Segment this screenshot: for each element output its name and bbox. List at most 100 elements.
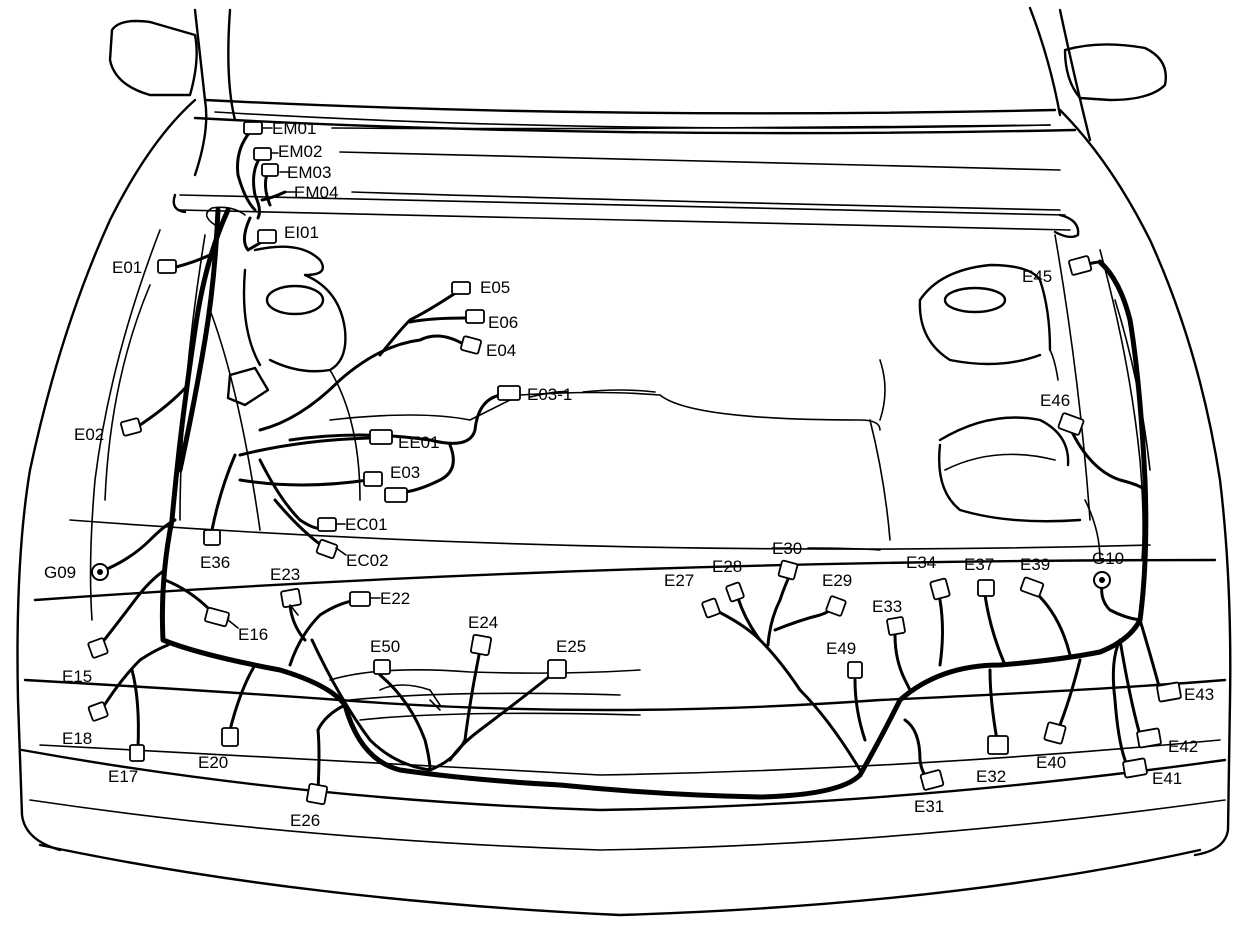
- left-pillar: [193, 8, 208, 177]
- connector-e15: [87, 637, 109, 659]
- label-e33: E33: [872, 597, 902, 616]
- label-ec02: EC02: [346, 551, 389, 570]
- right-fender: [1058, 108, 1232, 857]
- left-mirror: [108, 19, 198, 97]
- connector-e25: [547, 659, 567, 679]
- connector-ec02: [315, 539, 339, 559]
- connector-em03: [261, 163, 279, 177]
- label-ei01: EI01: [284, 223, 319, 242]
- connector-e40: [1043, 721, 1067, 745]
- connector-e50: [373, 659, 391, 675]
- label-e05: E05: [480, 278, 510, 297]
- label-e39: E39: [1020, 555, 1050, 574]
- connector-e02: [120, 417, 142, 437]
- label-e30: E30: [772, 539, 802, 558]
- label-e32: E32: [976, 767, 1006, 786]
- connector-e37: [977, 579, 995, 597]
- connector-e45: [1068, 255, 1093, 276]
- label-e27: E27: [664, 571, 694, 590]
- label-e40: E40: [1036, 753, 1066, 772]
- connectors: [87, 121, 1182, 806]
- connector-e27: [701, 597, 721, 619]
- radiator-support: [33, 558, 1217, 602]
- car-body: [16, 6, 1232, 917]
- label-e04: E04: [486, 341, 516, 360]
- right-strut-tower: [918, 263, 1101, 561]
- connector-e36: [203, 529, 221, 546]
- connector-e03b: [384, 487, 408, 503]
- connector-e24: [469, 633, 493, 657]
- connector-e06: [465, 309, 485, 324]
- harness-branches: [96, 130, 1147, 792]
- connector-e49: [847, 661, 863, 679]
- fuse-box: [226, 366, 270, 407]
- right-pillar: [1028, 6, 1062, 117]
- connector-e34: [929, 577, 951, 601]
- label-e15: E15: [62, 667, 92, 686]
- label-e18: E18: [62, 729, 92, 748]
- connector-e22: [349, 591, 371, 607]
- label-e34: E34: [906, 553, 936, 572]
- connector-e23: [280, 587, 302, 609]
- label-e31: E31: [914, 797, 944, 816]
- connector-e03-1: [497, 385, 521, 401]
- label-e50: E50: [370, 637, 400, 656]
- bumper-top: [23, 678, 1227, 712]
- label-e06: E06: [488, 313, 518, 332]
- connector-e20: [221, 727, 239, 747]
- label-e28: E28: [712, 557, 742, 576]
- main-harness: [159, 207, 1162, 800]
- label-e23: E23: [270, 565, 300, 584]
- label-e42: E42: [1168, 737, 1198, 756]
- label-em03: EM03: [287, 163, 331, 182]
- label-e45: E45: [1022, 267, 1052, 286]
- label-e37: E37: [964, 555, 994, 574]
- connector-e26: [305, 782, 329, 806]
- connector-e01: [157, 259, 177, 274]
- connector-e31: [919, 769, 945, 791]
- label-e02: E02: [74, 425, 104, 444]
- label-e25: E25: [556, 637, 586, 656]
- label-e17: E17: [108, 767, 138, 786]
- ground-g09: [91, 563, 109, 581]
- label-e01: E01: [112, 258, 142, 277]
- bumper-mid: [20, 748, 1227, 812]
- connector-ei01: [257, 229, 277, 244]
- connector-e41: [1122, 757, 1148, 779]
- connector-e46: [1057, 412, 1085, 436]
- label-e24: E24: [468, 613, 498, 632]
- label-e16: E16: [238, 625, 268, 644]
- connector-e33: [886, 616, 906, 636]
- connector-e05: [451, 281, 471, 295]
- connector-ee01: [369, 429, 393, 445]
- label-e43: E43: [1184, 685, 1214, 704]
- connector-em01: [243, 121, 263, 135]
- label-g10: G10: [1092, 549, 1124, 568]
- connector-e04: [460, 335, 482, 355]
- label-e36: E36: [200, 553, 230, 572]
- left-fender: [16, 98, 197, 852]
- label-e03: E03: [390, 463, 420, 482]
- connector-ec01: [317, 517, 337, 532]
- ground-g10: [1093, 571, 1111, 589]
- label-e49: E49: [826, 639, 856, 658]
- label-e29: E29: [822, 571, 852, 590]
- connector-e42: [1136, 727, 1162, 749]
- connector-e43: [1156, 681, 1182, 703]
- label-em02: EM02: [278, 142, 322, 161]
- connector-e29: [825, 595, 847, 617]
- connector-e32: [987, 735, 1009, 755]
- label-e26: E26: [290, 811, 320, 830]
- connector-em02: [253, 147, 272, 161]
- label-e03-1: E03-1: [527, 385, 572, 404]
- leader-lines: [227, 124, 1061, 629]
- label-ee01: EE01: [398, 433, 440, 452]
- connector-e30: [777, 559, 799, 581]
- label-em04: EM04: [294, 183, 338, 202]
- label-ec01: EC01: [345, 515, 388, 534]
- label-e46: E46: [1040, 391, 1070, 410]
- label-g09: G09: [44, 563, 76, 582]
- label-em01: EM01: [272, 119, 316, 138]
